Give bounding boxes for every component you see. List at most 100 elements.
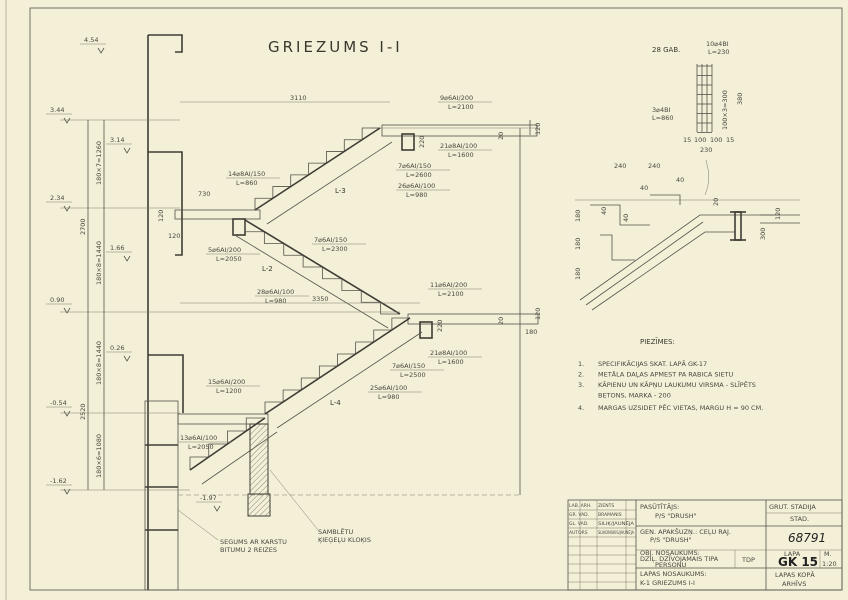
scale: 1:20	[822, 560, 837, 568]
rebar-length: L=2100	[438, 290, 464, 298]
landing-mid-lower	[407, 313, 539, 339]
notes-heading: PIEZĪMES:	[640, 337, 675, 346]
callout-text: ĶIEĢEĻU KLOĶIS	[318, 536, 371, 545]
dim-220: 220	[418, 136, 426, 148]
archive: ARHĪVS	[782, 579, 806, 588]
note-text: SPECIFIKĀCIJAS SKAT. LAPĀ GK-17	[598, 359, 707, 368]
rebar-spec: 26⌀6AI/100	[398, 182, 435, 190]
rebar-spec: 3⌀4BI	[652, 106, 671, 114]
dim: 15	[726, 136, 734, 144]
dim: 100	[710, 136, 722, 144]
level-value: -1.62	[50, 477, 67, 485]
rebar-length: L=980	[406, 191, 427, 199]
rebar-length: L=2100	[448, 103, 474, 111]
vertical-dimensions: 180×7=1260 2700 180×8=1440 180×8=1440 25…	[60, 94, 542, 491]
foundation-wall	[249, 423, 269, 495]
scale-label: M.	[824, 550, 832, 558]
level-value: 3.44	[50, 106, 64, 114]
level-marker: 0.26	[106, 344, 132, 362]
dim-220: 220	[436, 320, 444, 332]
flight-L3	[254, 127, 393, 225]
dim: 120	[774, 208, 782, 220]
dim-120: 120	[168, 232, 180, 240]
dim: 100	[694, 136, 706, 144]
rebar-length: L=2300	[322, 245, 348, 253]
level-marker: 3.14	[106, 136, 132, 154]
wall-left	[144, 34, 184, 591]
rebar-length: L=980	[378, 393, 399, 401]
level-marker: 2.34	[46, 194, 72, 212]
level-value: -1.97	[200, 494, 217, 502]
rebar-length: L=2500	[400, 371, 426, 379]
object-label: OBJ. NOSAUKUMS:	[640, 549, 700, 557]
rebar-length: L=2050	[216, 255, 242, 263]
level-value: 0.26	[110, 344, 124, 352]
level-value: 4.54	[84, 36, 98, 44]
sheet-name-label: LAPAS NOSAUKUMS:	[640, 570, 707, 578]
rebar-length: L=860	[236, 179, 257, 187]
sheet-number: GK 15	[778, 555, 818, 569]
rebar-spec: 25⌀6AI/100	[370, 384, 407, 392]
dim-120: 120	[157, 210, 165, 222]
stair-flights	[189, 127, 423, 485]
note-text: KĀPIENU UN KĀPŅU LAUKUMU VIRSMA - SLĪPĒT…	[598, 380, 756, 390]
customer: P/S "DRUSH"	[655, 512, 697, 520]
foundation-footing	[247, 493, 271, 517]
stage: STAD.	[790, 515, 809, 523]
dim-120: 120	[534, 308, 542, 320]
flight-lower	[189, 417, 278, 485]
dim: 240	[648, 162, 660, 170]
dim-20: 20	[497, 132, 505, 140]
landing-mid-upper	[174, 209, 261, 236]
dim-20: 20	[497, 317, 505, 325]
level-marker: 3.44	[46, 106, 72, 124]
dim-3110: 3110	[290, 94, 307, 102]
dim-120: 120	[534, 123, 542, 135]
dim: 15	[683, 136, 691, 144]
level-marker: 4.54	[80, 36, 106, 54]
rebar-length: L=860	[652, 114, 673, 122]
note-text: BETONS, MARKA - 200	[598, 392, 671, 400]
level-marker: -0.54	[46, 399, 72, 417]
object-name: PERSONU	[655, 561, 687, 569]
note-number: 4.	[578, 404, 584, 412]
project-number: 68791	[788, 531, 826, 545]
rebar-spec: 10⌀4BI	[706, 40, 729, 48]
rebar-spec: 5⌀6AI/200	[208, 246, 241, 254]
rebar-spec: 11⌀6AI/200	[430, 281, 467, 289]
notes: PIEZĪMES: 1.SPECIFIKĀCIJAS SKAT. LAPĀ GK…	[578, 337, 763, 412]
stage-label: GRUT. STADIJA	[769, 503, 816, 511]
object-name: DZIĻ. DZĪVOJAMAIS TIPA	[640, 554, 719, 564]
rebar-spec: 15⌀6AI/200	[208, 378, 245, 386]
rebar-length: L=2050	[188, 443, 214, 451]
flight-label: L-4	[330, 399, 341, 407]
flight-label: L-3	[335, 187, 346, 195]
dim: 380	[736, 93, 744, 105]
flight-L2	[232, 219, 401, 329]
level-marker: 0.90	[46, 296, 72, 314]
rebar-length: L=1200	[216, 387, 242, 395]
rebar-length: L=980	[265, 297, 286, 305]
rebar-spec: 9⌀6AI/200	[440, 94, 473, 102]
note-text: METĀLA DAĻAS APMEST PA RABICA SIETU	[598, 370, 734, 380]
dim: 180	[574, 238, 582, 250]
signature-role: GR. VAD.	[569, 512, 589, 518]
customer-label: PASŪTĪTĀJS:	[640, 502, 679, 511]
level-value: -0.54	[50, 399, 67, 407]
callout-text: SAMBLĒTU	[318, 527, 353, 536]
signature-name: BRAMANIS	[598, 512, 622, 518]
rebar-spec: 21⌀8AI/100	[440, 142, 477, 150]
rebar-labels: 9⌀6AI/200L=210021⌀8AI/100L=16007⌀6AI/150…	[178, 94, 492, 451]
note-number: 3.	[578, 381, 584, 389]
dim: 40	[640, 184, 648, 192]
dim: 230	[700, 146, 712, 154]
